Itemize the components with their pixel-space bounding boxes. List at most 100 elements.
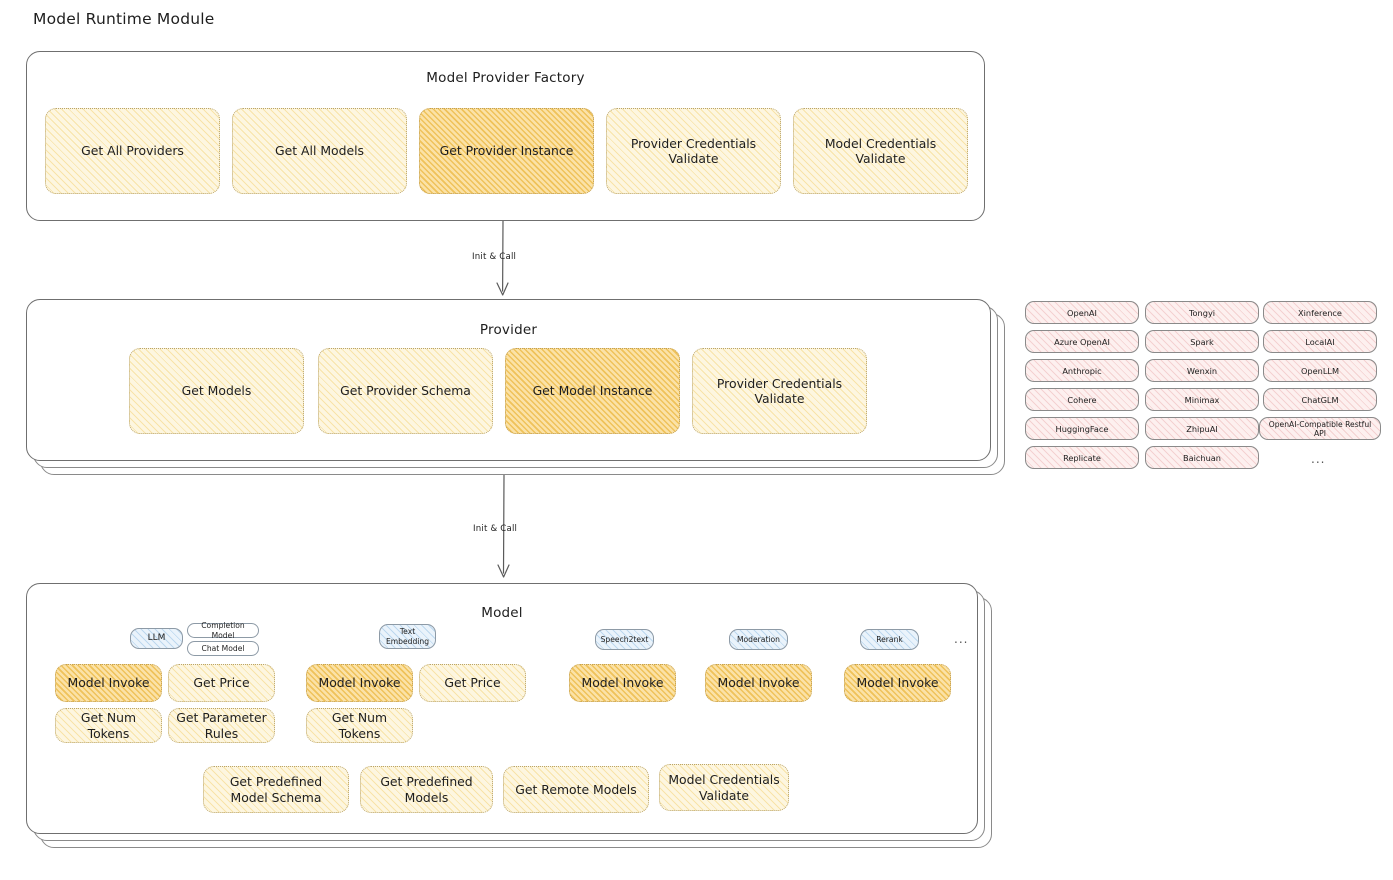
provider-list-label: Wenxin [1186, 365, 1218, 376]
provider-box-label: Get Models [181, 383, 252, 399]
llm-method-get-parameter-rules[interactable]: Get Parameter Rules [168, 708, 275, 743]
factory-box-get-provider-instance[interactable]: Get Provider Instance [419, 108, 594, 194]
factory-box-label: Get All Providers [81, 143, 184, 159]
page-title: Model Runtime Module [33, 10, 215, 28]
llm-method-get-price[interactable]: Get Price [168, 664, 275, 702]
arrow-label-init-and-call-2: Init & Call [473, 524, 518, 534]
method-label: Get Num Tokens [80, 710, 137, 741]
model-type-badge-moderation[interactable]: Moderation [729, 629, 788, 650]
provider-list-item-openai-compatible-restful-api[interactable]: OpenAI-Compatible Restful API [1259, 417, 1381, 440]
method-label: Model Invoke [581, 675, 664, 691]
provider-list-item-spark[interactable]: Spark [1145, 330, 1259, 353]
method-label: Get Parameter Rules [176, 710, 267, 741]
provider-list-label: OpenAI [1067, 307, 1097, 318]
llm-method-model-invoke[interactable]: Model Invoke [55, 664, 162, 702]
text-embedding-method-get-num-tokens[interactable]: Get Num Tokens [306, 708, 413, 743]
model-common-method-get-remote-models[interactable]: Get Remote Models [503, 766, 649, 813]
provider-list-item-chatglm[interactable]: ChatGLM [1263, 388, 1377, 411]
model-common-method-model-credentials-validate[interactable]: Model Credentials Validate [659, 764, 789, 811]
model-type-badge-llm[interactable]: LLM [130, 628, 183, 649]
provider-list-item-tongyi[interactable]: Tongyi [1145, 301, 1259, 324]
provider-box-label: Provider Credentials Validate [716, 375, 843, 407]
arrow-provider-to-model [497, 475, 510, 578]
model-type-badge-label: Speech2text [600, 634, 649, 644]
provider-list-item-replicate[interactable]: Replicate [1025, 446, 1139, 469]
model-panel: Model LLM Completion Model Chat Model Mo… [26, 583, 978, 834]
factory-box-label: Get All Models [275, 143, 364, 159]
model-type-badge-label: Text Embedding [385, 627, 430, 646]
provider-list-label: Replicate [1063, 452, 1101, 463]
provider-title: Provider [479, 322, 538, 338]
provider-list-item-zhipuai[interactable]: ZhipuAI [1145, 417, 1259, 440]
provider-list-label: Baichuan [1183, 452, 1221, 463]
provider-list-item-baichuan[interactable]: Baichuan [1145, 446, 1259, 469]
method-label: Model Invoke [717, 675, 800, 691]
method-label: Model Invoke [318, 675, 401, 691]
model-subtype-badge-chat-model[interactable]: Chat Model [187, 641, 259, 656]
factory-box-provider-credentials-validate[interactable]: Provider Credentials Validate [606, 108, 781, 194]
provider-list-item-openai[interactable]: OpenAI [1025, 301, 1139, 324]
method-label: Model Invoke [856, 675, 939, 691]
model-common-method-get-predefined-models[interactable]: Get Predefined Models [360, 766, 493, 813]
provider-list-item-cohere[interactable]: Cohere [1025, 388, 1139, 411]
model-subtype-label: Chat Model [201, 643, 245, 653]
model-type-badge-label: Rerank [876, 634, 903, 644]
method-label: Model Credentials Validate [668, 772, 780, 803]
model-types-more: ... [954, 632, 969, 646]
provider-list-label: OpenAI-Compatible Restful API [1268, 419, 1372, 438]
provider-list-item-wenxin[interactable]: Wenxin [1145, 359, 1259, 382]
model-type-badge-text-embedding[interactable]: Text Embedding [379, 624, 436, 649]
provider-box-label: Get Provider Schema [340, 383, 471, 399]
text-embedding-method-model-invoke[interactable]: Model Invoke [306, 664, 413, 702]
model-type-badge-label: LLM [147, 633, 166, 644]
speech2text-method-model-invoke[interactable]: Model Invoke [569, 664, 676, 702]
model-type-badge-speech2text[interactable]: Speech2text [595, 629, 654, 650]
model-provider-factory-title: Model Provider Factory [426, 70, 585, 86]
model-type-badge-rerank[interactable]: Rerank [860, 629, 919, 650]
provider-box-get-models[interactable]: Get Models [129, 348, 304, 434]
provider-box-get-provider-schema[interactable]: Get Provider Schema [318, 348, 493, 434]
moderation-method-model-invoke[interactable]: Model Invoke [705, 664, 812, 702]
provider-list-label: LocalAI [1305, 336, 1335, 347]
provider-box-label: Get Model Instance [532, 383, 653, 399]
model-common-method-get-predefined-model-schema[interactable]: Get Predefined Model Schema [203, 766, 349, 813]
text-embedding-method-get-price[interactable]: Get Price [419, 664, 526, 702]
method-label: Get Predefined Models [380, 774, 473, 805]
provider-list-label: Anthropic [1062, 365, 1102, 376]
provider-panel: Provider Get Models Get Provider Schema … [26, 299, 991, 461]
provider-list-label: Tongyi [1188, 307, 1216, 318]
method-label: Get Num Tokens [331, 710, 388, 741]
method-label: Get Predefined Model Schema [229, 774, 323, 805]
provider-list-label: ChatGLM [1301, 394, 1339, 405]
model-title: Model [481, 605, 523, 621]
arrow-label-init-and-call-1: Init & Call [472, 252, 517, 262]
provider-list-label: Spark [1190, 336, 1214, 347]
rerank-method-model-invoke[interactable]: Model Invoke [844, 664, 951, 702]
provider-list-label: Cohere [1067, 394, 1097, 405]
provider-list-item-localai[interactable]: LocalAI [1263, 330, 1377, 353]
provider-box-get-model-instance[interactable]: Get Model Instance [505, 348, 680, 434]
factory-box-label: Model Credentials Validate [824, 135, 937, 167]
method-label: Get Price [193, 675, 250, 691]
model-subtype-label: Completion Model [201, 621, 245, 640]
factory-box-get-all-providers[interactable]: Get All Providers [45, 108, 220, 194]
provider-list-more: ... [1311, 452, 1326, 466]
provider-list-label: Minimax [1184, 394, 1220, 405]
provider-list-item-huggingface[interactable]: HuggingFace [1025, 417, 1139, 440]
provider-box-provider-credentials-validate[interactable]: Provider Credentials Validate [692, 348, 867, 434]
provider-list-label: ZhipuAI [1186, 423, 1218, 434]
provider-list-item-xinference[interactable]: Xinference [1263, 301, 1377, 324]
method-label: Get Remote Models [515, 781, 637, 797]
method-label: Model Invoke [67, 675, 150, 691]
provider-list-item-openllm[interactable]: OpenLLM [1263, 359, 1377, 382]
provider-list-label: OpenLLM [1300, 365, 1340, 376]
provider-list-label: Azure OpenAI [1054, 336, 1110, 347]
arrow-factory-to-provider [496, 221, 509, 296]
factory-box-get-all-models[interactable]: Get All Models [232, 108, 407, 194]
llm-method-get-num-tokens[interactable]: Get Num Tokens [55, 708, 162, 743]
factory-box-model-credentials-validate[interactable]: Model Credentials Validate [793, 108, 968, 194]
provider-list-item-minimax[interactable]: Minimax [1145, 388, 1259, 411]
provider-list-item-anthropic[interactable]: Anthropic [1025, 359, 1139, 382]
provider-list-item-azure-openai[interactable]: Azure OpenAI [1025, 330, 1139, 353]
model-subtype-badge-completion-model[interactable]: Completion Model [187, 621, 259, 640]
